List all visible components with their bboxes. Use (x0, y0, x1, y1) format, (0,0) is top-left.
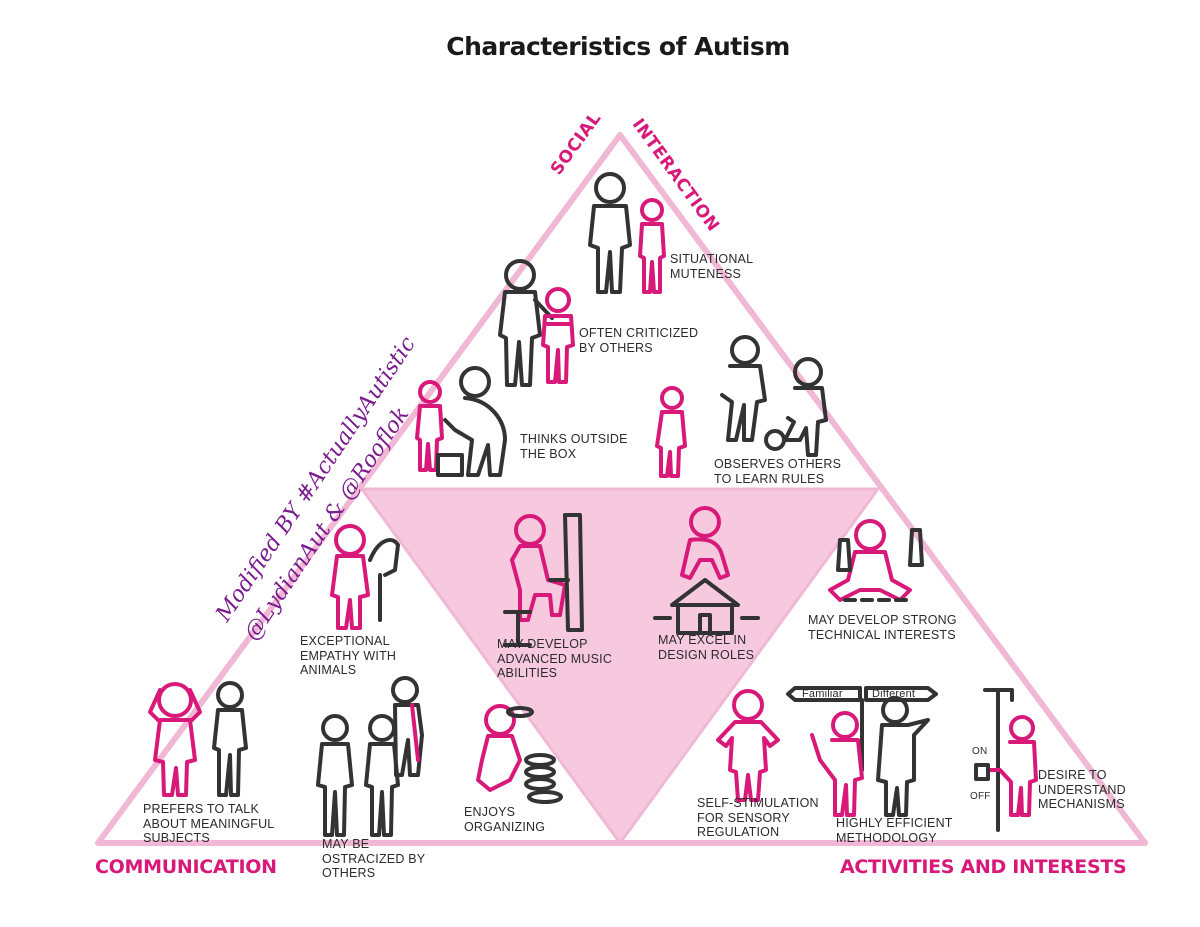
caption-often-criticized: OFTEN CRITICIZED BY OTHERS (579, 326, 699, 355)
corner-communication: COMMUNICATION (95, 856, 277, 878)
figure-often-criticized (498, 259, 575, 387)
caption-enjoys-organizing: ENJOYS ORGANIZING (464, 805, 546, 834)
caption-thinks-outside-box: THINKS OUTSIDE THE BOX (520, 432, 628, 461)
switch-off-label: OFF (970, 791, 991, 802)
figure-house (653, 506, 760, 635)
inner-triangle (359, 487, 881, 846)
caption-empathy-animals: EXCEPTIONAL EMPATHY WITH ANIMALS (300, 634, 397, 677)
caption-music-abilities: MAY DEVELOP ADVANCED MUSIC ABILITIES (497, 637, 613, 680)
figure-empathy-animals (330, 524, 400, 630)
caption-efficient-methodology: HIGHLY EFFICIENT METHODOLOGY (836, 816, 953, 845)
caption-meaningful-subjects: PREFERS TO TALK ABOUT MEANINGFUL SUBJECT… (143, 802, 275, 845)
figure-situational-muteness (588, 172, 666, 294)
caption-technical-interests: MAY DEVELOP STRONG TECHNICAL INTERESTS (808, 613, 957, 642)
figure-piano (503, 513, 584, 647)
diagram-title: Characteristics of Autism (446, 32, 790, 61)
figure-technical (828, 519, 924, 602)
sign-familiar: Familiar (802, 688, 843, 700)
caption-observes-others: OBSERVES OTHERS TO LEARN RULES (714, 457, 842, 486)
corner-activities-interests: ACTIVITIES AND INTERESTS (840, 856, 1127, 878)
switch-on-label: ON (972, 746, 988, 757)
figure-thinks-outside-box (415, 366, 507, 477)
sign-different: Different (872, 688, 916, 700)
caption-design-roles: MAY EXCEL IN DESIGN ROLES (658, 633, 755, 662)
figure-ostracized (316, 676, 424, 837)
figure-self-stimulation (716, 689, 780, 802)
caption-self-stimulation: SELF-STIMULATION FOR SENSORY REGULATION (697, 796, 819, 839)
caption-ostracized: MAY BE OSTRACIZED BY OTHERS (322, 837, 426, 880)
caption-understand-mechanisms: DESIRE TO UNDERSTAND MECHANISMS (1038, 768, 1126, 811)
figure-observes-others (655, 335, 828, 478)
figure-meaningful-subjects (148, 681, 248, 797)
figure-efficient-methodology (786, 686, 938, 817)
caption-situational-muteness: SITUATIONAL MUTENESS (670, 252, 754, 281)
figure-mechanisms (974, 688, 1038, 832)
figure-organizing (476, 704, 563, 804)
